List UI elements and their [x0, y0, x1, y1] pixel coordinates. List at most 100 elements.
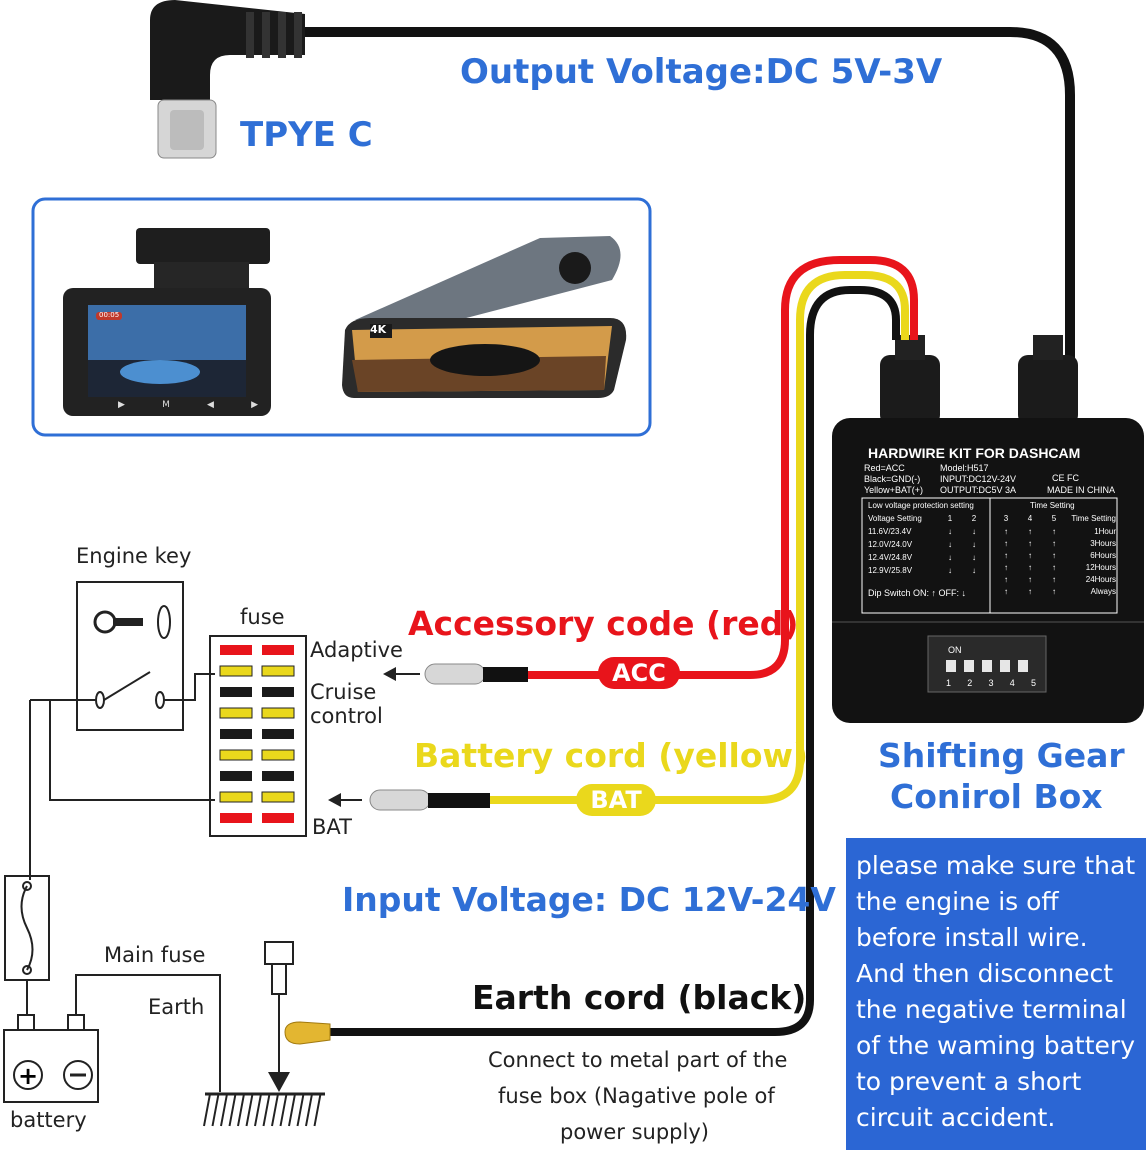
voltage-row: 12.0V/24.0V↓↓: [868, 540, 976, 549]
dashcam-buttons: ▶ M ◀ ▶: [118, 400, 258, 410]
ground-tick: [296, 1093, 305, 1127]
dashcam-button[interactable]: ▶: [251, 400, 258, 410]
yellow-wire: [490, 271, 909, 804]
dashcam-button[interactable]: ◀: [207, 400, 214, 410]
dip-switch-key[interactable]: [964, 660, 974, 672]
svg-text:+: +: [18, 1062, 38, 1090]
ground-tick: [245, 1093, 254, 1127]
fuse-slot: [220, 813, 252, 823]
low-voltage-header: Low voltage protection setting: [868, 501, 974, 510]
ground-tick: [271, 1093, 279, 1127]
dashcam-device: [63, 228, 271, 416]
fuse-slot: [261, 791, 295, 803]
fuse-slot: [262, 645, 294, 655]
output-voltage-label: Output Voltage:DC 5V-3V: [460, 52, 943, 92]
fuse-label: fuse: [240, 605, 285, 629]
box-made-in: MADE IN CHINA: [1047, 485, 1116, 495]
fuse-block: [209, 635, 307, 837]
dashcam-button[interactable]: M: [162, 400, 170, 410]
earth-label: Earth: [148, 995, 205, 1019]
battery: [3, 1029, 99, 1103]
dip-on-label: ON: [948, 645, 962, 655]
fuse-slot: [261, 665, 295, 677]
fuse-slot: [220, 729, 252, 739]
red-wire: [500, 256, 918, 679]
voltage-row: 12.4V/24.8V↓↓: [868, 553, 976, 562]
adaptive-label: Adaptive: [310, 638, 403, 662]
ground-tick: [211, 1093, 220, 1127]
time-row: ↑↑↑Always: [1004, 587, 1116, 596]
fuse-slot: [219, 707, 253, 719]
cruise-label: Cruise: [310, 680, 377, 704]
fuse-slot: [220, 771, 252, 781]
fuse-slot: [219, 749, 253, 761]
time-row: ↑↑↑6Hours: [1004, 551, 1116, 560]
dip-switch-key[interactable]: [1018, 660, 1028, 672]
time-row: ↑↑↑24Hours: [1004, 575, 1116, 584]
fuse-slot: [261, 749, 295, 761]
ground-tick: [237, 1093, 245, 1127]
control-label: control: [310, 704, 383, 728]
mirror-device: [342, 236, 627, 398]
engine-key-box: [76, 581, 184, 731]
earth-cord-label: Earth cord (black): [472, 978, 807, 1017]
fuse-slot: [262, 813, 294, 823]
type-c-label: TPYE C: [240, 115, 373, 155]
input-voltage-label: Input Voltage: DC 12V-24V: [342, 880, 836, 919]
box-output-port: [1018, 355, 1078, 425]
box-left-specs: Red=ACC Black=GND(-) Yellow+BAT(+): [864, 463, 924, 495]
ground-tick: [313, 1093, 322, 1127]
ground-tick: [288, 1093, 296, 1127]
fuse-slot: [261, 707, 295, 719]
connect-note-3: power supply): [560, 1120, 709, 1144]
box-title-1: Shifting Gear: [878, 736, 1125, 775]
fuse-slot: [219, 665, 253, 677]
connect-note-2: fuse box (Nagative pole of: [498, 1084, 775, 1108]
engine-key-label: Engine key: [76, 544, 192, 568]
bat-tag: BAT: [576, 784, 656, 816]
ground-tick: [279, 1093, 288, 1127]
fuse-slot: [220, 645, 252, 655]
warning-note: please make sure that the engine is off …: [846, 838, 1146, 1150]
connect-note-1: Connect to metal part of the: [488, 1048, 788, 1072]
box-title: HARDWIRE KIT FOR DASHCAM: [868, 445, 1081, 461]
time-row: ↑↑↑3Hours: [1004, 539, 1116, 548]
ground-tick: [254, 1093, 262, 1127]
dip-note: Dip Switch ON: ↑ OFF: ↓: [868, 588, 967, 598]
time-header: Time Setting: [1030, 501, 1075, 510]
dip-switch-key[interactable]: [946, 660, 956, 672]
control-box: [832, 418, 1144, 723]
box-input-port: [880, 355, 940, 425]
voltage-row: 12.9V/25.8V↓↓: [868, 566, 976, 575]
acc-tag: ACC: [598, 657, 680, 689]
fuse-slot: [262, 687, 294, 697]
ground-tick: [228, 1093, 237, 1127]
dip-switch-key[interactable]: [982, 660, 992, 672]
type-c-connector: [150, 0, 305, 159]
accessory-code-label: Accessory code (red): [408, 604, 799, 643]
fuse-slot: [262, 771, 294, 781]
fuse-slot: [220, 687, 252, 697]
output-cable: [305, 27, 1075, 365]
bat-fuse-label: BAT: [312, 815, 352, 839]
ground-tick: [220, 1093, 228, 1127]
box-right-specs: Model:H517 INPUT:DC12V-24V OUTPUT:DC5V 3…: [940, 463, 1017, 495]
dip-switch-key[interactable]: [1000, 660, 1010, 672]
battery-label: battery: [10, 1108, 87, 1132]
time-row: ↑↑↑12Hours: [1004, 563, 1116, 572]
fuse-slot: [262, 729, 294, 739]
ground-tick: [203, 1093, 211, 1127]
dashcam-button[interactable]: ▶: [118, 400, 125, 410]
main-fuse-label: Main fuse: [104, 943, 206, 967]
fuse-slot: [219, 791, 253, 803]
dashcam-time: 00:05: [99, 311, 120, 319]
time-row: ↑↑↑1Hour: [1004, 527, 1116, 536]
mirror-4k-badge: 4K: [370, 323, 387, 336]
ground-tick: [305, 1093, 313, 1127]
box-title-2: Conirol Box: [890, 777, 1103, 816]
battery-cord-label: Battery cord (yellow): [414, 736, 809, 775]
